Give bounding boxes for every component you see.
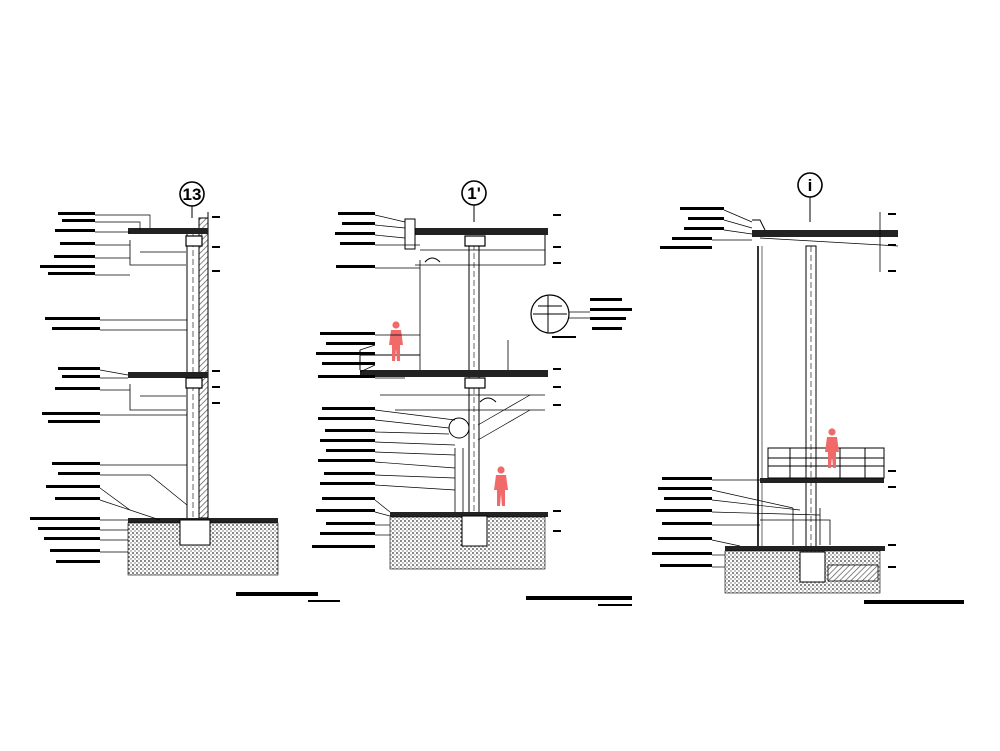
grid-bubble-1-prime: 1' xyxy=(461,180,487,222)
mid-slab-13 xyxy=(128,372,208,378)
section-title-bar-i xyxy=(864,600,964,604)
column-i xyxy=(805,245,817,555)
section-title-bar-13 xyxy=(236,592,318,596)
leaders-13 xyxy=(95,214,188,553)
section-13: 13 xyxy=(30,181,340,602)
leaders-i xyxy=(711,209,821,568)
section-1-prime: 1' xyxy=(312,180,632,606)
column-13 xyxy=(186,212,209,521)
grid-label-i: i xyxy=(808,176,813,195)
leaders-1-prime xyxy=(359,214,590,536)
grid-label-13: 13 xyxy=(183,185,202,204)
annotation-marks-1-prime xyxy=(312,212,632,606)
roof-slab-i xyxy=(752,230,898,237)
annotation-marks-i xyxy=(652,207,964,604)
balcony-slab-i xyxy=(760,478,884,483)
scale-figure-person xyxy=(494,466,508,506)
section-title-bar-1-prime xyxy=(526,596,632,600)
grid-bubble-13: 13 xyxy=(179,181,205,218)
balcony-railing-i xyxy=(767,447,885,479)
grid-label-1-prime: 1' xyxy=(467,184,481,203)
section-i: i xyxy=(652,172,964,604)
scale-figure-person xyxy=(825,428,839,468)
grid-bubble-i: i xyxy=(797,172,823,222)
roof-slab-13 xyxy=(128,228,208,234)
mid-slab-1-prime xyxy=(360,370,548,377)
detail-callout-circle xyxy=(448,417,470,439)
annotation-marks-13 xyxy=(30,212,340,602)
roof-slab-1-prime xyxy=(405,228,548,235)
